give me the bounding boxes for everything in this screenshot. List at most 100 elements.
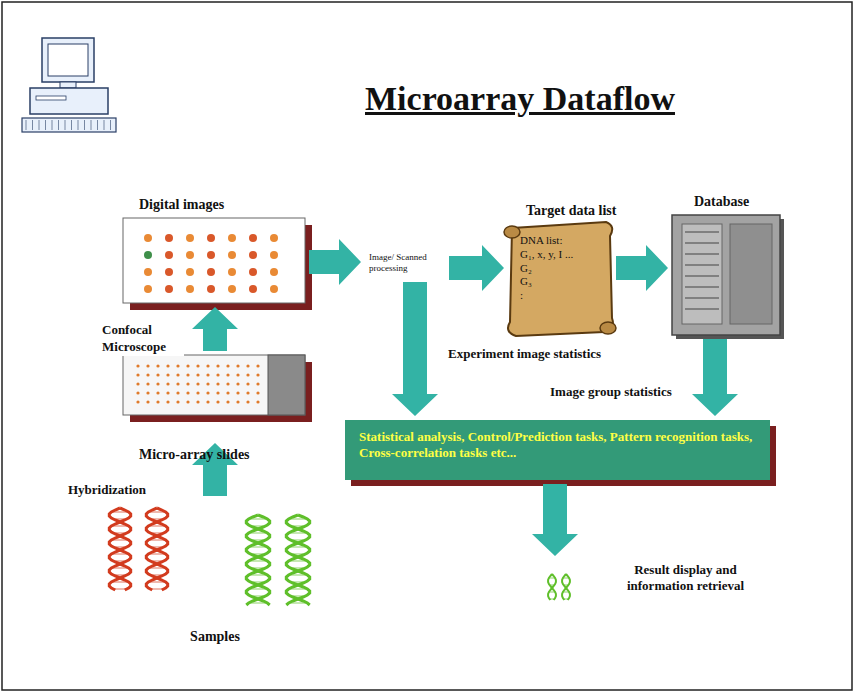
spot bbox=[249, 285, 257, 293]
spot bbox=[176, 364, 179, 367]
spot bbox=[236, 391, 239, 394]
spot bbox=[236, 400, 239, 403]
spot bbox=[246, 364, 249, 367]
spot bbox=[136, 391, 139, 394]
spot bbox=[226, 373, 229, 376]
drive-slot bbox=[685, 231, 719, 233]
spot bbox=[146, 382, 149, 385]
spot bbox=[207, 251, 215, 259]
flow-arrow bbox=[309, 239, 361, 285]
spot bbox=[196, 382, 199, 385]
flow-arrow bbox=[616, 245, 668, 291]
edge-label: Image group statistics bbox=[548, 384, 674, 400]
spot bbox=[270, 251, 278, 259]
spot bbox=[226, 400, 229, 403]
spot bbox=[166, 400, 169, 403]
flow-arrow bbox=[449, 245, 504, 291]
helix-strand bbox=[109, 508, 130, 590]
flow-arrow bbox=[692, 339, 738, 416]
edge-label: Experiment image statistics bbox=[446, 346, 603, 362]
helix-strand bbox=[146, 508, 167, 590]
spot bbox=[146, 400, 149, 403]
spot bbox=[156, 373, 159, 376]
spot bbox=[249, 251, 257, 259]
spot bbox=[256, 364, 259, 367]
spot bbox=[228, 268, 236, 276]
helix-strand bbox=[286, 515, 309, 605]
spot bbox=[186, 364, 189, 367]
spot bbox=[196, 400, 199, 403]
spot bbox=[228, 251, 236, 259]
spot bbox=[249, 234, 257, 242]
database-server bbox=[672, 215, 784, 339]
key-line bbox=[45, 120, 46, 130]
spot bbox=[270, 285, 278, 293]
spot bbox=[236, 373, 239, 376]
spot bbox=[256, 373, 259, 376]
key-line bbox=[52, 120, 53, 130]
node-text: G₃ bbox=[520, 275, 600, 289]
spot bbox=[207, 268, 215, 276]
database-box: Database bbox=[672, 215, 780, 335]
spot bbox=[186, 382, 189, 385]
spot bbox=[246, 373, 249, 376]
node-text: Samples bbox=[170, 628, 260, 646]
spot bbox=[146, 391, 149, 394]
helix-strand bbox=[109, 508, 130, 590]
spot bbox=[206, 364, 209, 367]
flow-arrow bbox=[192, 307, 238, 351]
spot bbox=[236, 364, 239, 367]
drive-slot bbox=[685, 242, 719, 244]
helix-strand bbox=[246, 515, 269, 605]
drive-slot bbox=[685, 253, 719, 255]
key-line bbox=[91, 120, 92, 130]
spot bbox=[236, 382, 239, 385]
spot bbox=[165, 251, 173, 259]
spot bbox=[246, 391, 249, 394]
spot bbox=[186, 268, 194, 276]
spot bbox=[166, 373, 169, 376]
node-text: Statistical analysis, Control/Prediction… bbox=[359, 429, 756, 462]
image-panel bbox=[123, 218, 312, 310]
spot bbox=[207, 234, 215, 242]
spot bbox=[176, 373, 179, 376]
spot bbox=[165, 234, 173, 242]
spot bbox=[156, 382, 159, 385]
spot bbox=[186, 234, 194, 242]
spot bbox=[136, 373, 139, 376]
spot bbox=[166, 364, 169, 367]
spot bbox=[165, 268, 173, 276]
spot bbox=[270, 234, 278, 242]
node-heading: Micro-array slides bbox=[139, 447, 250, 463]
spot bbox=[146, 364, 149, 367]
key-line bbox=[78, 120, 79, 130]
node-heading: Digital images bbox=[139, 197, 224, 213]
key-line bbox=[58, 120, 59, 130]
spot bbox=[136, 400, 139, 403]
key-line bbox=[110, 120, 111, 130]
spot bbox=[216, 391, 219, 394]
spot bbox=[136, 364, 139, 367]
spot bbox=[144, 285, 152, 293]
spot bbox=[246, 382, 249, 385]
helix-strand bbox=[548, 574, 556, 600]
spot bbox=[207, 285, 215, 293]
helix-strand bbox=[286, 515, 309, 605]
spot bbox=[166, 391, 169, 394]
spot bbox=[256, 400, 259, 403]
spot bbox=[228, 234, 236, 242]
flow-arrow bbox=[392, 282, 438, 416]
spot bbox=[166, 382, 169, 385]
edge-label: Confocal Microscope bbox=[100, 322, 184, 356]
image-box: Digital images bbox=[123, 218, 305, 303]
free-label: Hybridization bbox=[66, 482, 148, 498]
spot bbox=[270, 268, 278, 276]
spot bbox=[226, 382, 229, 385]
analysis-band: Statistical analysis, Control/Prediction… bbox=[345, 420, 770, 480]
slide-panel bbox=[123, 355, 312, 422]
spot bbox=[196, 391, 199, 394]
helix-strand bbox=[146, 508, 167, 590]
spot bbox=[146, 373, 149, 376]
node-text: G₁, x, y, I ... bbox=[520, 248, 600, 262]
